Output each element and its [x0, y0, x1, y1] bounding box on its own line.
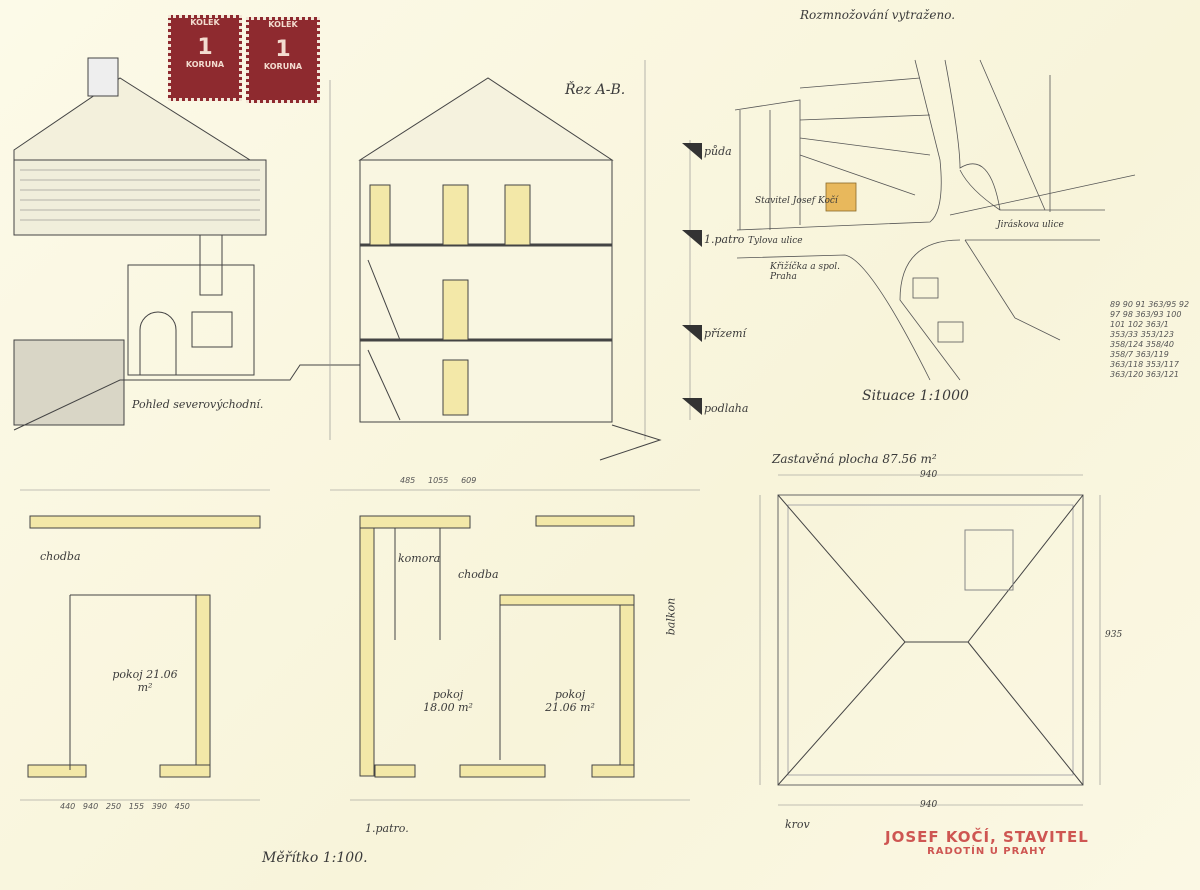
floor-label: 1.patro.: [365, 822, 409, 835]
elevation-title: Pohled severovýchodní.: [132, 398, 264, 411]
plan-dims: 440 940 250 155 390 450: [60, 802, 190, 811]
roof-plan-title: Zastavěná plocha 87.56 m²: [772, 452, 937, 466]
site-plan-drawing: [734, 59, 1136, 381]
builder-stamp: JOSEF KOČÍ, STAVITEL RADOTÍN U PRAHY: [885, 828, 1089, 857]
scale-label: Měřítko 1:100.: [262, 850, 368, 866]
parcel-numbers: 89 90 91 363/95 92 97 98 363/93 100 101 …: [1110, 300, 1190, 379]
roof-label: krov: [785, 818, 810, 831]
room-label: pokoj 21.06 m²: [545, 688, 595, 714]
roof-plan-drawing: [759, 474, 1101, 806]
room-label: balkon: [664, 597, 678, 636]
section-title: Řez A-B.: [565, 82, 626, 98]
street-label: Jiráskova ulice: [997, 220, 1064, 230]
level-label: půda: [704, 145, 732, 158]
floor-plans-drawing: [20, 489, 700, 801]
stamp-text: KOLEK: [190, 18, 220, 27]
builder-stamp-line1: JOSEF KOČÍ, STAVITEL: [885, 828, 1089, 846]
revenue-stamp-1: KOLEK 1 KORUNA: [168, 15, 242, 101]
site-title: Situace 1:1000: [862, 388, 969, 404]
stamp-text: KOLEK: [268, 20, 298, 29]
site-owner: Stavitel Josef Kočí: [755, 196, 838, 206]
roof-dim: 940: [920, 470, 938, 480]
room-label: komora: [398, 552, 441, 565]
section-drawing: [329, 60, 691, 461]
stamp-text: KORUNA: [263, 62, 303, 71]
stamp-value: 1: [197, 35, 213, 60]
builder-stamp-line2: RADOTÍN U PRAHY: [927, 846, 1047, 857]
street-label: Tylova ulice: [748, 236, 803, 246]
roof-dim-side: 935: [1105, 630, 1123, 640]
level-label: 1.patro: [704, 233, 745, 246]
room-label: pokoj 21.06 m²: [112, 668, 178, 694]
neighbor-label: Křižíčka a spol. Praha: [770, 262, 841, 282]
room-label: chodba: [458, 568, 499, 581]
stamp-value: 1: [275, 37, 291, 62]
elevation-drawing: [13, 57, 360, 431]
roof-dim: 940: [920, 800, 938, 810]
plan-dims-top: 485 1055 609: [400, 476, 477, 485]
stamp-text: KORUNA: [185, 60, 225, 69]
reproduction-note: Rozmnožování vytraženo.: [800, 8, 956, 22]
room-label: pokoj 18.00 m²: [423, 688, 473, 714]
level-label: podlaha: [704, 402, 749, 415]
level-label: přízemí: [704, 327, 747, 340]
revenue-stamp-2: KOLEK 1 KORUNA: [246, 17, 320, 103]
room-label: chodba: [40, 550, 81, 563]
